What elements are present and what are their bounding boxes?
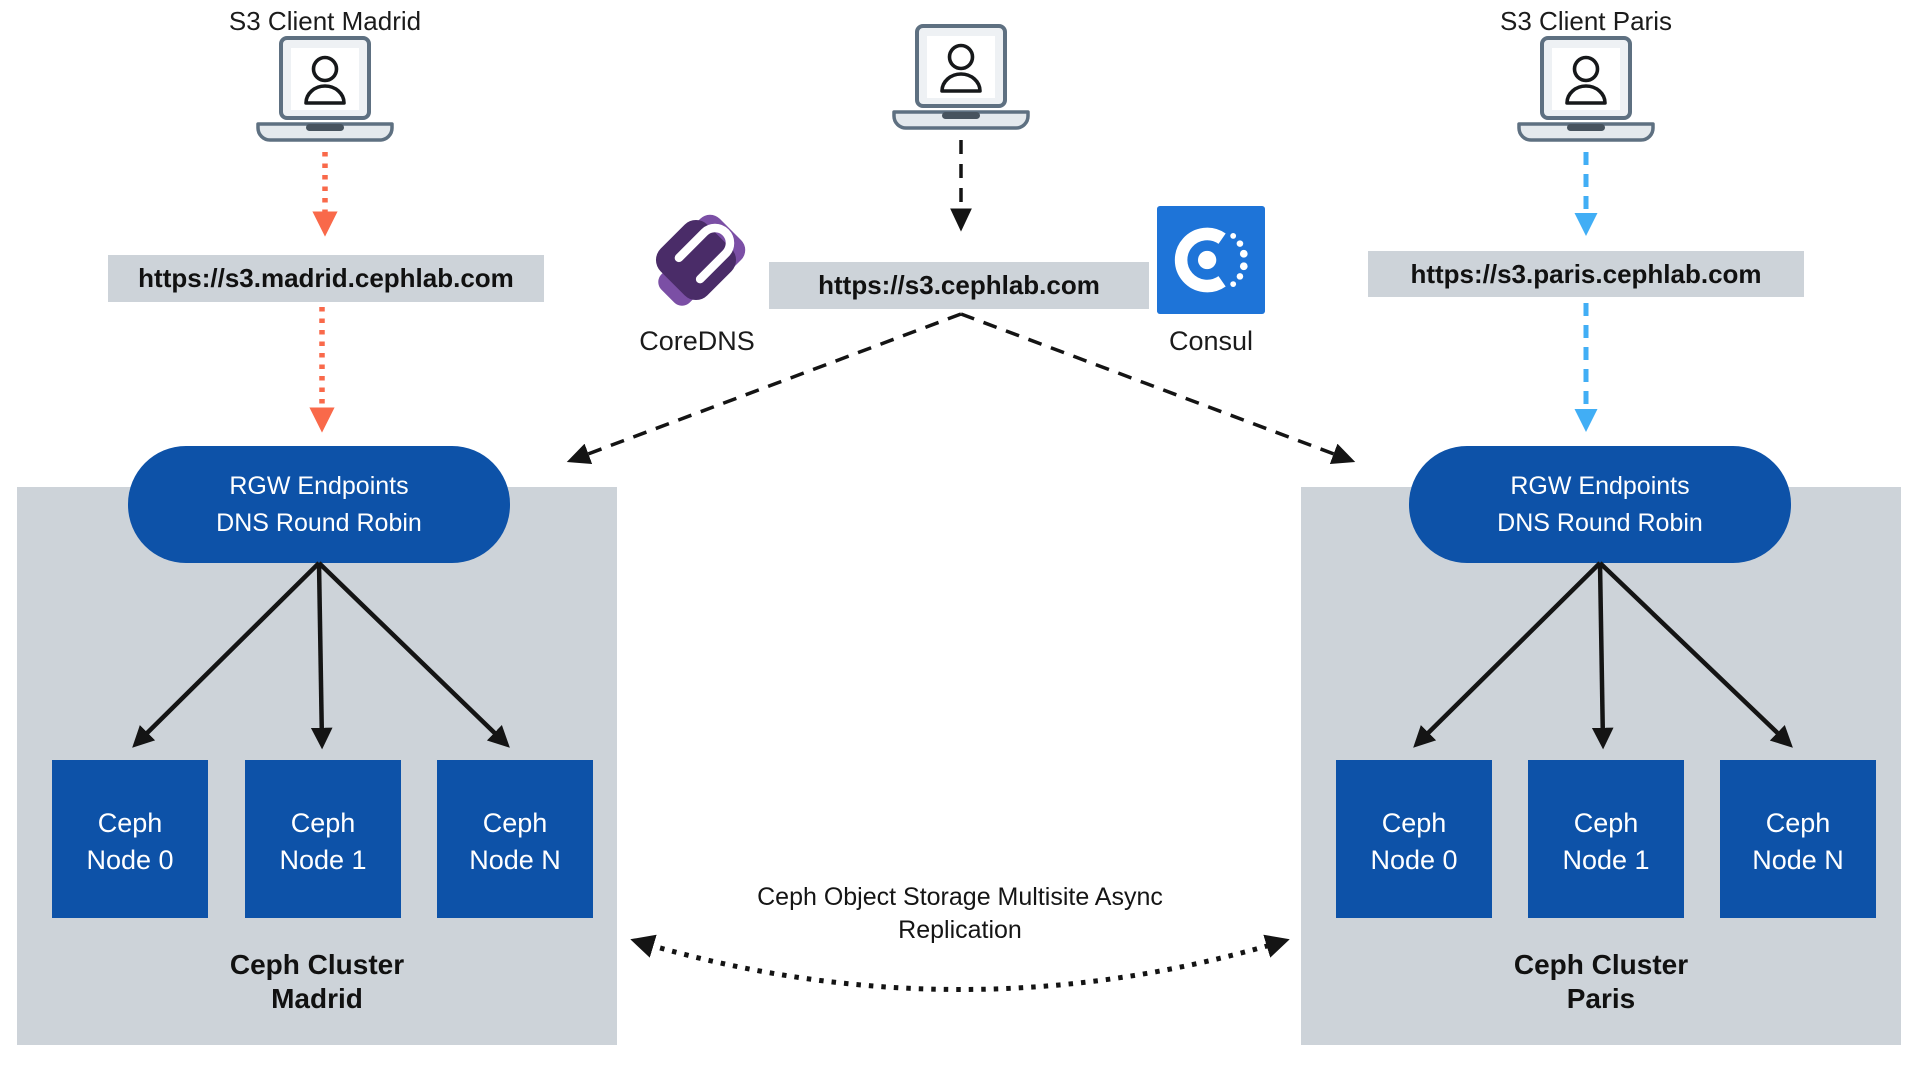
ceph-cluster-paris-title: Ceph Cluster Paris <box>1513 949 1689 1014</box>
ceph-node-box: Ceph Node 1 <box>245 760 401 918</box>
consul-label: Consul <box>1168 326 1254 356</box>
ceph-node-box: Ceph Node N <box>437 760 593 918</box>
central-url-to-madrid-rgw-arrow <box>566 312 962 465</box>
rgw-endpoints-madrid: RGW Endpoints DNS Round Robin <box>128 446 510 563</box>
s3-client-madrid-label: S3 Client Madrid <box>228 6 422 36</box>
url-box-madrid: https://s3.madrid.cephlab.com <box>108 255 544 302</box>
coredns-chain-link-icon <box>655 214 746 306</box>
ceph-cluster-madrid-title: Ceph Cluster Madrid <box>229 949 405 1014</box>
ceph-node-box: Ceph Node 1 <box>1528 760 1684 918</box>
laptop-user-icon <box>1511 36 1661 148</box>
url-box-central: https://s3.cephlab.com <box>769 262 1149 309</box>
laptop-user-icon <box>250 36 400 148</box>
ceph-node-box: Ceph Node 0 <box>1336 760 1492 918</box>
url-box-paris: https://s3.paris.cephlab.com <box>1368 251 1804 297</box>
central-url-to-paris-rgw-arrow <box>960 312 1356 465</box>
ceph-node-box: Ceph Node 0 <box>52 760 208 918</box>
multisite-replication-arrow <box>630 934 1290 992</box>
rgw-endpoints-paris: RGW Endpoints DNS Round Robin <box>1409 446 1791 563</box>
ceph-node-box: Ceph Node N <box>1720 760 1876 918</box>
coredns-label: CoreDNS <box>639 326 755 356</box>
replication-label: Ceph Object Storage Multisite Async Repl… <box>757 883 1163 944</box>
laptop-user-icon <box>886 24 1036 136</box>
consul-icon <box>1157 206 1265 314</box>
s3-client-paris-label: S3 Client Paris <box>1500 6 1672 36</box>
